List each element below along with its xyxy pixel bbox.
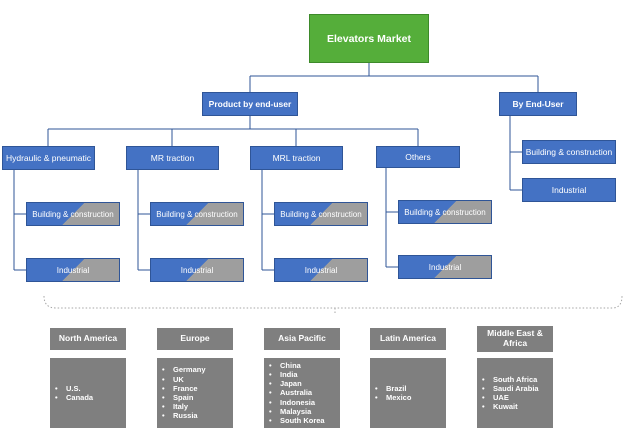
country-item: South Korea [269, 416, 324, 425]
region-name: Asia Pacific [278, 333, 326, 344]
country-item: Saudi Arabia [482, 384, 538, 393]
leaf-label: Building & construction [404, 207, 486, 217]
product-label: Hydraulic & pneumatic [5, 153, 92, 163]
region-countries-europe: Germany UK France Spain Italy Russia [157, 358, 233, 428]
product-label: Others [405, 152, 431, 162]
leaf-label: Industrial [180, 265, 214, 275]
leaf-label: Industrial [428, 262, 462, 272]
region-header-asia-pacific: Asia Pacific [264, 328, 340, 350]
country-item: UAE [482, 393, 539, 402]
enduser-node-industrial: Industrial [522, 178, 616, 202]
leaf-building-construction: Building & construction [274, 202, 368, 226]
region-countries-middle-east-africa: South Africa Saudi Arabia UAE Kuwait [477, 358, 553, 428]
region-name: Latin America [380, 333, 436, 344]
product-branch-label: Product by end-user [208, 99, 292, 109]
product-branch-node: Product by end-user [202, 92, 298, 116]
enduser-branch-label: By End-User [512, 99, 564, 109]
product-label: MR traction [150, 153, 195, 163]
leaf-label: Building & construction [280, 209, 362, 219]
leaf-building-construction: Building & construction [150, 202, 244, 226]
region-header-latin-america: Latin America [370, 328, 446, 350]
leaf-building-construction: Building & construction [398, 200, 492, 224]
root-node: Elevators Market [309, 14, 429, 63]
country-item: Russia [162, 411, 206, 420]
country-item: Canada [55, 393, 93, 402]
region-name: North America [58, 333, 118, 344]
country-item: Malaysia [269, 407, 325, 416]
country-item: Germany [162, 365, 205, 374]
enduser-label: Industrial [551, 185, 587, 195]
product-node-mr-traction: MR traction [126, 146, 219, 170]
country-item: France [162, 384, 206, 393]
product-node-hydraulic: Hydraulic & pneumatic [2, 146, 95, 170]
leaf-industrial: Industrial [274, 258, 368, 282]
leaf-building-construction: Building & construction [26, 202, 120, 226]
leaf-industrial: Industrial [398, 255, 492, 279]
enduser-label: Building & construction [525, 147, 613, 157]
region-name: Middle East & Africa [487, 328, 543, 348]
country-item: Italy [162, 402, 206, 411]
leaf-industrial: Industrial [150, 258, 244, 282]
product-node-others: Others [376, 146, 460, 168]
country-item: Japan [269, 379, 325, 388]
region-header-europe: Europe [157, 328, 233, 350]
region-header-middle-east-africa: Middle East & Africa [477, 326, 553, 352]
country-item: South Africa [482, 375, 539, 384]
root-title: Elevators Market [326, 32, 412, 45]
product-node-mrl-traction: MRL traction [250, 146, 343, 170]
country-item: UK [162, 375, 206, 384]
enduser-node-building-construction: Building & construction [522, 140, 616, 164]
region-name: Europe [180, 333, 210, 344]
region-countries-north-america: U.S. Canada [50, 358, 126, 428]
country-item: Indonesia [269, 398, 325, 407]
country-item: Spain [162, 393, 206, 402]
product-label: MRL traction [272, 153, 321, 163]
country-item: Australia [269, 388, 325, 397]
country-item: India [269, 370, 325, 379]
region-countries-latin-america: Brazil Mexico [370, 358, 446, 428]
country-item: U.S. [55, 384, 93, 393]
country-item: Mexico [375, 393, 412, 402]
leaf-label: Building & construction [156, 209, 238, 219]
leaf-label: Industrial [56, 265, 90, 275]
leaf-label: Industrial [304, 265, 338, 275]
enduser-branch-node: By End-User [499, 92, 577, 116]
leaf-label: Building & construction [32, 209, 114, 219]
country-item: China [269, 361, 325, 370]
country-item: Kuwait [482, 402, 539, 411]
country-item: Brazil [375, 384, 411, 393]
region-countries-asia-pacific: China India Japan Australia Indonesia Ma… [264, 358, 340, 428]
region-header-north-america: North America [50, 328, 126, 350]
leaf-industrial: Industrial [26, 258, 120, 282]
